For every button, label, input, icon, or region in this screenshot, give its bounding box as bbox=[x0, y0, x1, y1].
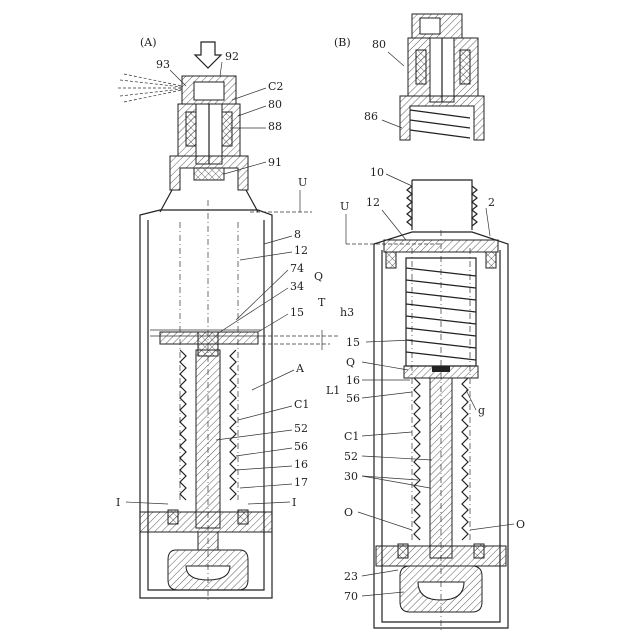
label-b-15: 15 bbox=[346, 336, 360, 349]
caption-a: (A) bbox=[140, 36, 157, 49]
spray-mist bbox=[118, 74, 182, 102]
label-b-52: 52 bbox=[344, 450, 358, 463]
label-a-52: 52 bbox=[294, 422, 308, 435]
label-b-23: 23 bbox=[344, 570, 358, 583]
base-a bbox=[140, 510, 272, 590]
label-a-88: 88 bbox=[268, 120, 282, 133]
label-b-10: 10 bbox=[370, 166, 384, 179]
label-a-74: 74 bbox=[290, 262, 304, 275]
label-a-56: 56 bbox=[294, 440, 308, 453]
label-a-i-right: I bbox=[292, 496, 296, 509]
label-a-q: Q bbox=[314, 270, 323, 283]
piston-b bbox=[404, 366, 478, 378]
label-b-l1: L1 bbox=[326, 384, 340, 397]
label-b-70: 70 bbox=[344, 590, 358, 603]
actuator-b bbox=[400, 14, 484, 140]
label-a-t: T bbox=[318, 296, 326, 309]
label-a-92: 92 bbox=[225, 50, 239, 63]
label-a-i-left: I bbox=[116, 496, 120, 509]
label-b-o-right: O bbox=[516, 518, 525, 531]
label-a-80: 80 bbox=[268, 98, 282, 111]
caption-b: (B) bbox=[334, 36, 351, 49]
label-a-15: 15 bbox=[290, 306, 304, 319]
label-a-a: A bbox=[295, 362, 305, 375]
figure-b: (B) 80 86 10 2 12 U 15 Q 16 L1 56 g C1 5… bbox=[326, 14, 525, 630]
label-b-u: U bbox=[340, 200, 349, 213]
figure-a: (A) 92 93 C2 80 88 91 U 8 12 74 Q 34 15 … bbox=[116, 36, 354, 600]
label-b-80: 80 bbox=[372, 38, 386, 51]
cap-neck bbox=[160, 156, 258, 212]
spindle-b bbox=[414, 378, 468, 558]
label-b-c1: C1 bbox=[344, 430, 359, 443]
leaders-a bbox=[126, 62, 340, 504]
actuator-head bbox=[178, 76, 240, 164]
label-a-u: U bbox=[298, 176, 307, 189]
label-a-8: 8 bbox=[294, 228, 301, 241]
label-b-12: 12 bbox=[366, 196, 380, 209]
label-a-93: 93 bbox=[156, 58, 170, 71]
label-a-c1: C1 bbox=[294, 398, 309, 411]
label-a-91: 91 bbox=[268, 156, 282, 169]
spindle-a bbox=[180, 350, 236, 528]
label-a-12: 12 bbox=[294, 244, 308, 257]
label-a-16: 16 bbox=[294, 458, 308, 471]
label-b-86: 86 bbox=[364, 110, 378, 123]
label-b-30: 30 bbox=[344, 470, 358, 483]
label-b-16: 16 bbox=[346, 374, 360, 387]
down-arrow-icon bbox=[195, 42, 221, 68]
neck-b bbox=[407, 180, 477, 230]
label-a-c2: C2 bbox=[268, 80, 283, 93]
label-b-o-left: O bbox=[344, 506, 353, 519]
label-a-17: 17 bbox=[294, 476, 308, 489]
label-b-g: g bbox=[478, 404, 485, 417]
label-b-56: 56 bbox=[346, 392, 360, 405]
label-b-q: Q bbox=[346, 356, 355, 369]
base-b bbox=[376, 544, 506, 612]
label-a-h3: h3 bbox=[340, 306, 354, 319]
label-b-2: 2 bbox=[488, 196, 495, 209]
label-a-34: 34 bbox=[290, 280, 304, 293]
